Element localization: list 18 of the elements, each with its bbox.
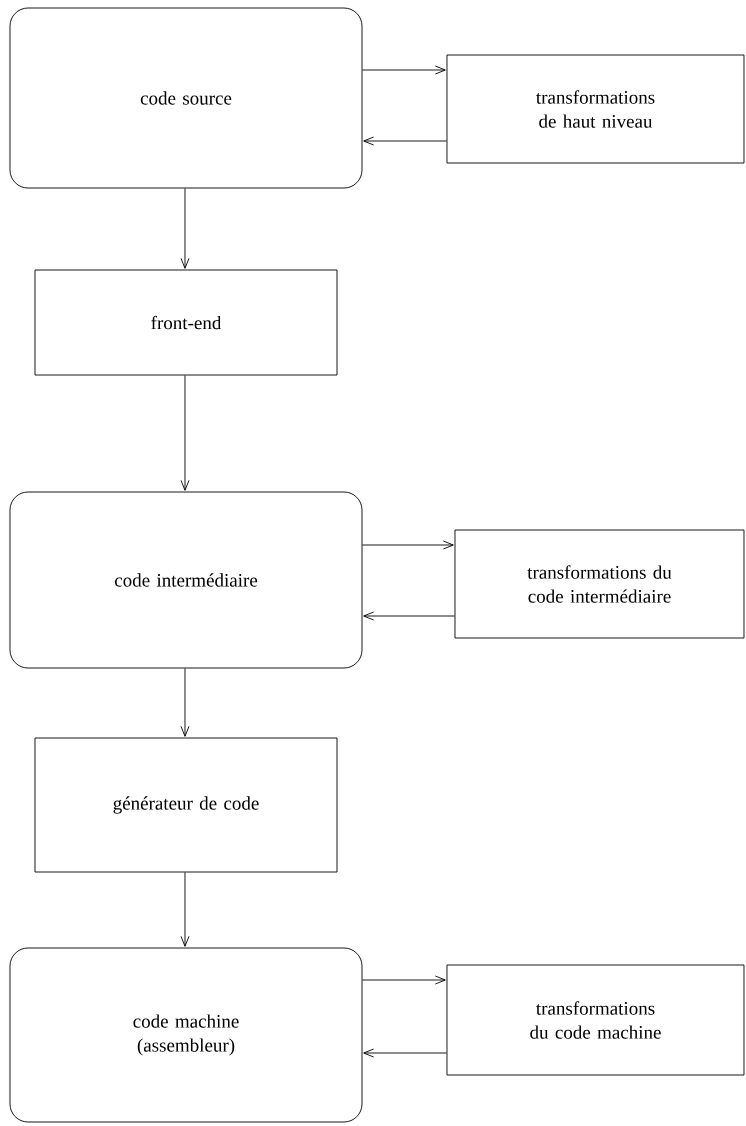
- process-box: code machine (assembleur): [9, 947, 363, 1123]
- arrow: [363, 611, 455, 621]
- arrow: [180, 872, 190, 947]
- process-box: code source: [9, 7, 363, 189]
- arrow: [362, 65, 446, 75]
- arrow: [180, 668, 190, 737]
- arrow: [180, 188, 190, 269]
- arrow: [363, 1048, 447, 1058]
- process-box: transformations du code intermédiaire: [454, 529, 745, 639]
- process-box: transformations de haut niveau: [446, 54, 745, 164]
- process-box: front-end: [34, 269, 338, 376]
- arrow: [362, 540, 454, 550]
- process-box: code intermédiaire: [9, 491, 363, 669]
- arrow: [363, 136, 447, 146]
- process-box: transformations du code machine: [446, 964, 745, 1076]
- arrow: [362, 975, 446, 985]
- arrow: [180, 375, 190, 491]
- process-box: générateur de code: [34, 737, 338, 873]
